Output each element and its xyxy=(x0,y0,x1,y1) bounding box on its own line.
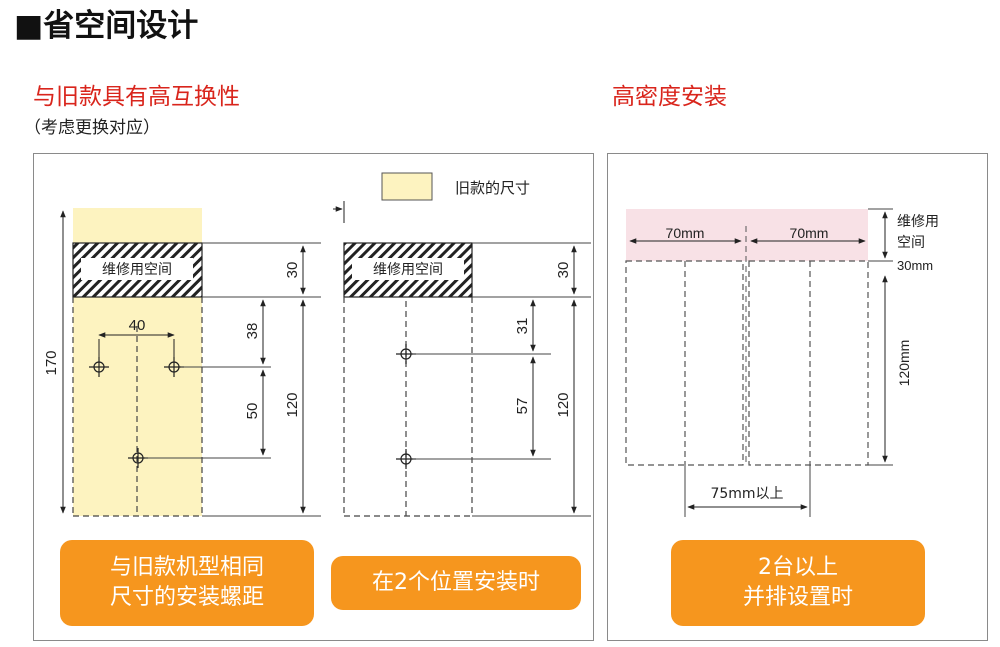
service-label-line2: 空间 xyxy=(897,235,925,251)
service-label-b: 维修用空间 xyxy=(373,262,443,278)
dim-label-40: 40 xyxy=(129,317,146,334)
page-title: ■省空间设计 xyxy=(14,8,199,44)
service-label-bg-a xyxy=(81,258,193,280)
dim-label-31: 31 xyxy=(514,318,531,335)
mount-hole-b2 xyxy=(396,449,416,469)
dim-label-75mm: 75mm以上 xyxy=(710,486,783,502)
dim-label-57: 57 xyxy=(514,398,531,415)
device-outline-a xyxy=(72,297,203,517)
extension-lines-75 xyxy=(684,465,811,517)
device-outline-b xyxy=(343,297,473,517)
section-subheading: （考虑更换对应） xyxy=(24,118,160,138)
dim-label-70-right: 70mm xyxy=(790,225,829,241)
legend-swatch xyxy=(381,172,433,201)
compatibility-diagram: 旧款的尺寸 维修用空间 40 170 38 50 3 xyxy=(43,172,591,517)
service-label-line1: 维修用 xyxy=(897,214,939,230)
section-heading-compatibility: 与旧款具有高互换性 xyxy=(33,84,240,110)
same-pitch-line2: 尺寸的安装螺距 xyxy=(109,585,264,610)
dimension-40 xyxy=(98,332,175,359)
dim-label-170: 170 xyxy=(43,350,60,375)
side-by-side-line2: 并排设置时 xyxy=(742,585,853,610)
mount-hole-a2 xyxy=(164,357,184,377)
dim-label-70-left: 70mm xyxy=(666,225,705,241)
mount-hole-a3 xyxy=(128,448,148,468)
mount-hole-a1 xyxy=(89,357,109,377)
section-heading-high-density: 高密度安装 xyxy=(612,84,727,110)
dim-label-120-a: 120 xyxy=(284,392,301,417)
two-position-button[interactable]: 在2个位置安装时 xyxy=(331,556,581,610)
extension-lines-a xyxy=(145,242,321,517)
dim-label-120mm: 120mm xyxy=(896,340,912,387)
same-pitch-button[interactable]: 与旧款机型相同尺寸的安装螺距 xyxy=(60,540,314,626)
high-density-diagram: 70mm 70mm 维修用 空间 30mm 120mm 75mm以上 xyxy=(625,208,939,517)
service-space-band xyxy=(626,209,868,261)
dim-label-38: 38 xyxy=(244,323,261,340)
dim-label-30-a: 30 xyxy=(284,262,301,279)
two-position-label: 在2个位置安装时 xyxy=(372,570,540,595)
extension-lines-right xyxy=(868,208,893,466)
legend-label: 旧款的尺寸 xyxy=(455,179,530,197)
service-label-a: 维修用空间 xyxy=(102,262,172,278)
extension-lines-b xyxy=(413,242,591,517)
side-by-side-button[interactable]: 2台以上并排设置时 xyxy=(671,540,925,626)
service-label-bg-b xyxy=(352,258,464,280)
same-pitch-line1: 与旧款机型相同 xyxy=(109,555,264,580)
top-marker-b xyxy=(333,201,345,223)
dim-label-30-b: 30 xyxy=(555,262,572,279)
device-outline-right xyxy=(748,260,869,466)
dim-label-120-b: 120 xyxy=(555,392,572,417)
device-outline-left xyxy=(625,260,744,466)
mount-hole-b1 xyxy=(396,344,416,364)
side-by-side-line1: 2台以上 xyxy=(757,555,838,580)
dim-label-30mm: 30mm xyxy=(897,258,933,273)
dim-label-50: 50 xyxy=(244,403,261,420)
